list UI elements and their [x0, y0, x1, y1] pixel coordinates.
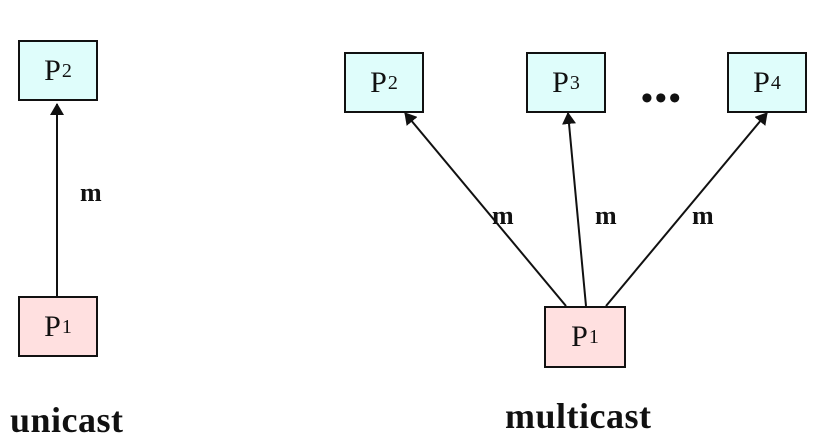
unicast-caption: unicast — [10, 400, 124, 440]
multicast-receiver-base-p3: P — [552, 65, 569, 99]
multicast-edge-label-p4: m — [692, 201, 714, 230]
unicast-sender-base: P — [44, 309, 61, 343]
multicast-sender-base: P — [571, 320, 588, 353]
unicast-receiver-base: P — [44, 53, 61, 87]
multicast-receiver-base-p2: P — [370, 65, 387, 99]
multicast-edge-p4 — [605, 112, 768, 307]
multicast-edge-p2 — [404, 112, 567, 307]
multicast-edge-label-p2: m — [492, 201, 514, 230]
multicast-receiver-base-p4: P — [753, 65, 770, 99]
multicast-sender-sub: 1 — [588, 326, 599, 348]
multicast-receiver-sub-p3: 3 — [569, 71, 580, 94]
unicast-edge-label: m — [80, 178, 102, 207]
multicast-caption: multicast — [505, 396, 652, 436]
multicast-edge-p3 — [562, 112, 587, 307]
multicast-ellipsis: ••• — [641, 80, 683, 117]
unicast-sender-sub: 1 — [61, 315, 72, 338]
multicast-receiver-sub-p4: 4 — [770, 71, 781, 94]
unicast-receiver-sub: 2 — [61, 59, 72, 82]
multicast-edge-label-p3: m — [595, 201, 617, 230]
multicast-receiver-sub-p2: 2 — [387, 71, 398, 94]
